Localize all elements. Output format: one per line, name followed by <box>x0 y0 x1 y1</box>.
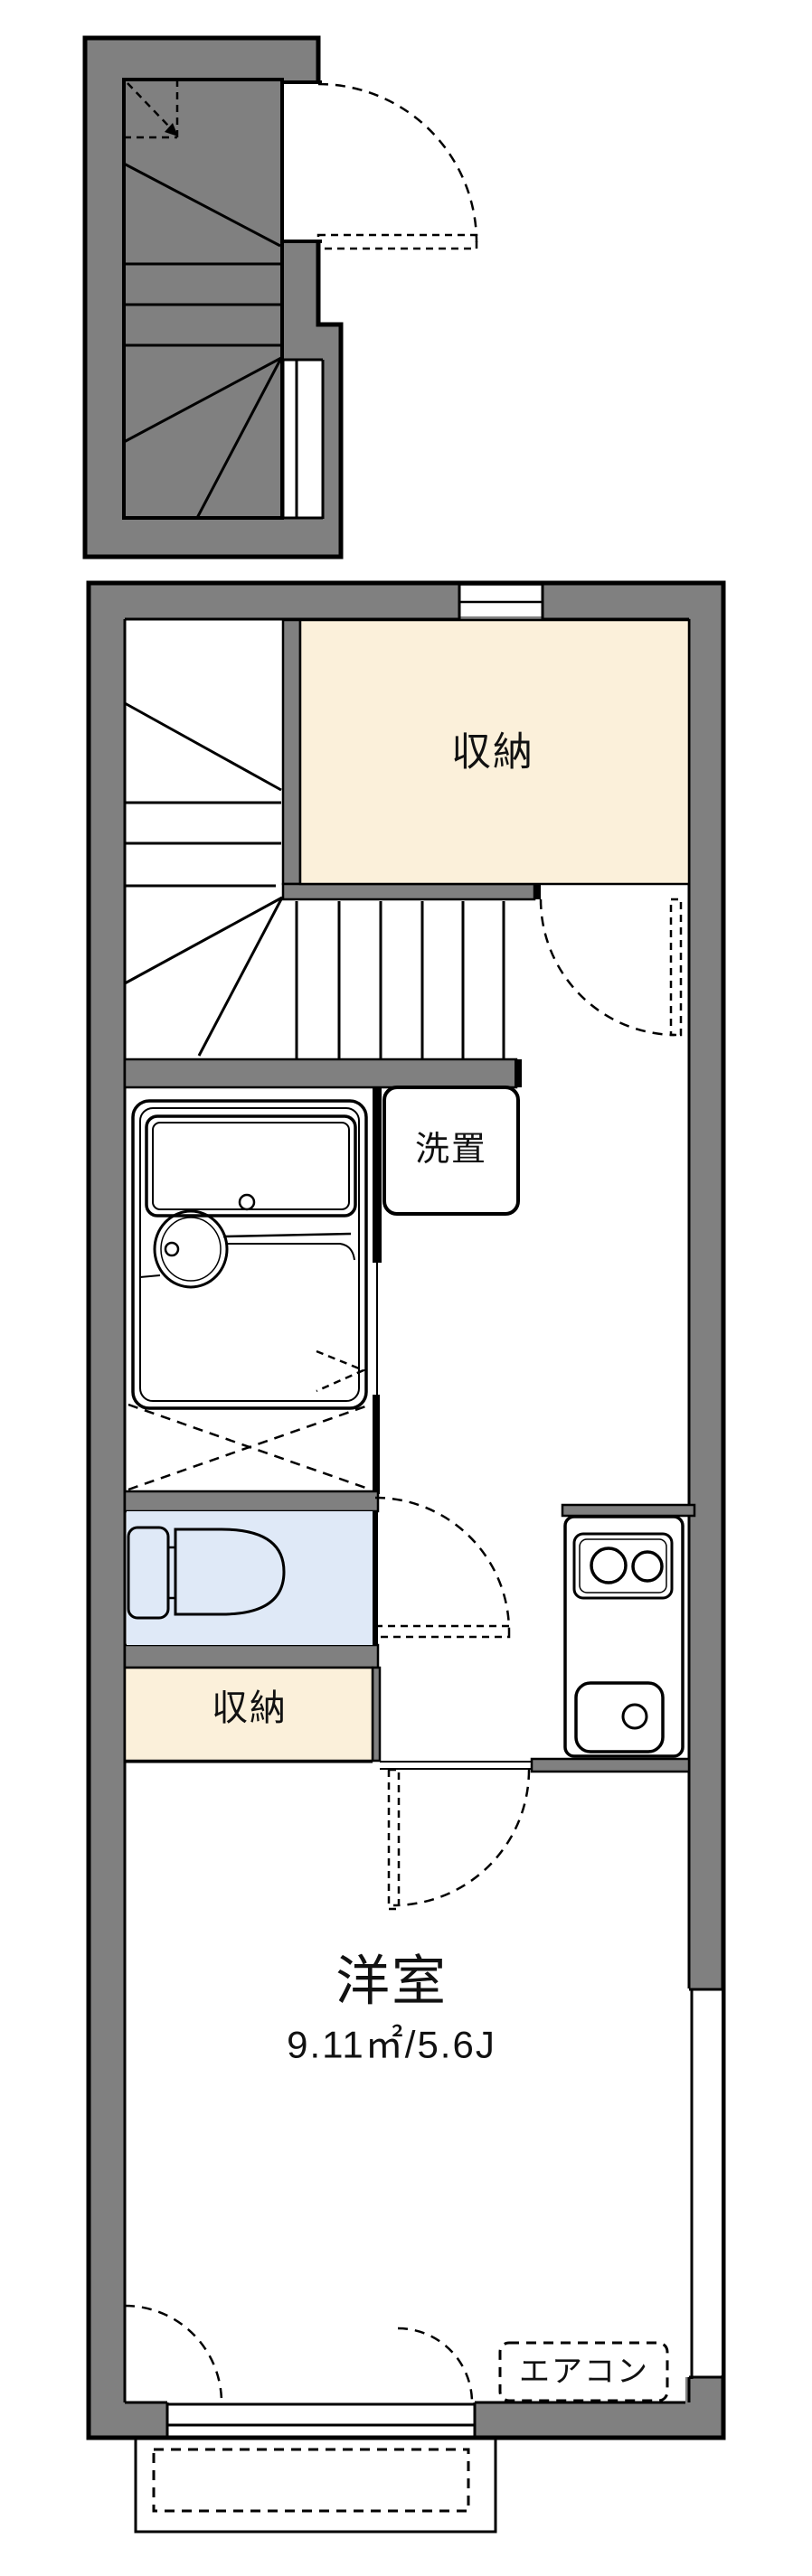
stairwell-door-swing <box>316 82 478 250</box>
balcony <box>134 2436 497 2534</box>
balcony-outline <box>134 2436 497 2534</box>
stairwell-cavity <box>122 78 284 520</box>
upper-stairwell <box>82 35 478 559</box>
toilet-right-wall <box>373 1511 378 1645</box>
changing-area-cross <box>127 1403 372 1491</box>
lower-closet-area <box>123 1666 374 1763</box>
burner-left <box>590 1547 628 1584</box>
toilet-bottom-wall <box>123 1643 380 1669</box>
closet-bottom-wall <box>281 882 536 901</box>
washer-label: 洗置 <box>415 1131 487 1169</box>
washer-box <box>382 1086 520 1216</box>
top-window <box>458 583 544 619</box>
bath-door-swing <box>316 1349 367 1393</box>
room-area-label: 9.11㎡/5.6J <box>287 2024 496 2066</box>
kitchen-counter <box>563 1515 685 1758</box>
sink <box>574 1681 665 1753</box>
burner-right <box>631 1550 664 1583</box>
stair-closet-divider <box>281 618 302 886</box>
room-door-swing <box>387 1768 531 1911</box>
balcony-window <box>165 2402 477 2438</box>
stair-direction-arrow <box>124 80 179 139</box>
stove <box>572 1532 674 1600</box>
toilet-bowl <box>174 1528 286 1616</box>
right-window <box>689 1988 723 2379</box>
bath-room <box>131 1099 368 1410</box>
bath-unit <box>131 1099 368 1410</box>
bathtub <box>145 1114 357 1217</box>
toilet-top-wall <box>123 1490 380 1513</box>
kitchen-backsplash <box>561 1503 696 1518</box>
stair-bottom-wall <box>123 1058 518 1089</box>
aircon-box <box>498 2341 669 2402</box>
upper-closet-area <box>298 618 691 886</box>
aircon-label: エアコン <box>519 2355 649 2389</box>
toilet-room <box>127 1496 511 1645</box>
toilet-door-swing <box>374 1496 511 1632</box>
lower-closet-label: 収納 <box>212 1688 288 1728</box>
tub-drain <box>238 1193 256 1211</box>
room-name-label: 洋室 <box>335 1951 448 2012</box>
wash-basin <box>153 1209 229 1289</box>
balcony-dashed-area <box>152 2448 470 2513</box>
sink-drain <box>621 1703 648 1730</box>
hall-room-wall <box>530 1757 691 1773</box>
upper-closet-door-swing <box>539 898 683 1037</box>
toilet-tank <box>127 1526 170 1620</box>
kitchen-unit <box>563 1515 685 1758</box>
aircon: エアコン <box>498 2341 669 2402</box>
balcony-door-swings <box>124 2304 474 2403</box>
bath-right-wall <box>373 1087 382 1263</box>
upper-stair-treads <box>123 162 283 519</box>
stairwell-opening <box>284 82 324 241</box>
washer-place: 洗置 <box>382 1086 520 1216</box>
upper-closet-label: 収納 <box>451 730 534 775</box>
main-stair-treads <box>124 701 505 1059</box>
basin-faucet <box>164 1241 180 1257</box>
